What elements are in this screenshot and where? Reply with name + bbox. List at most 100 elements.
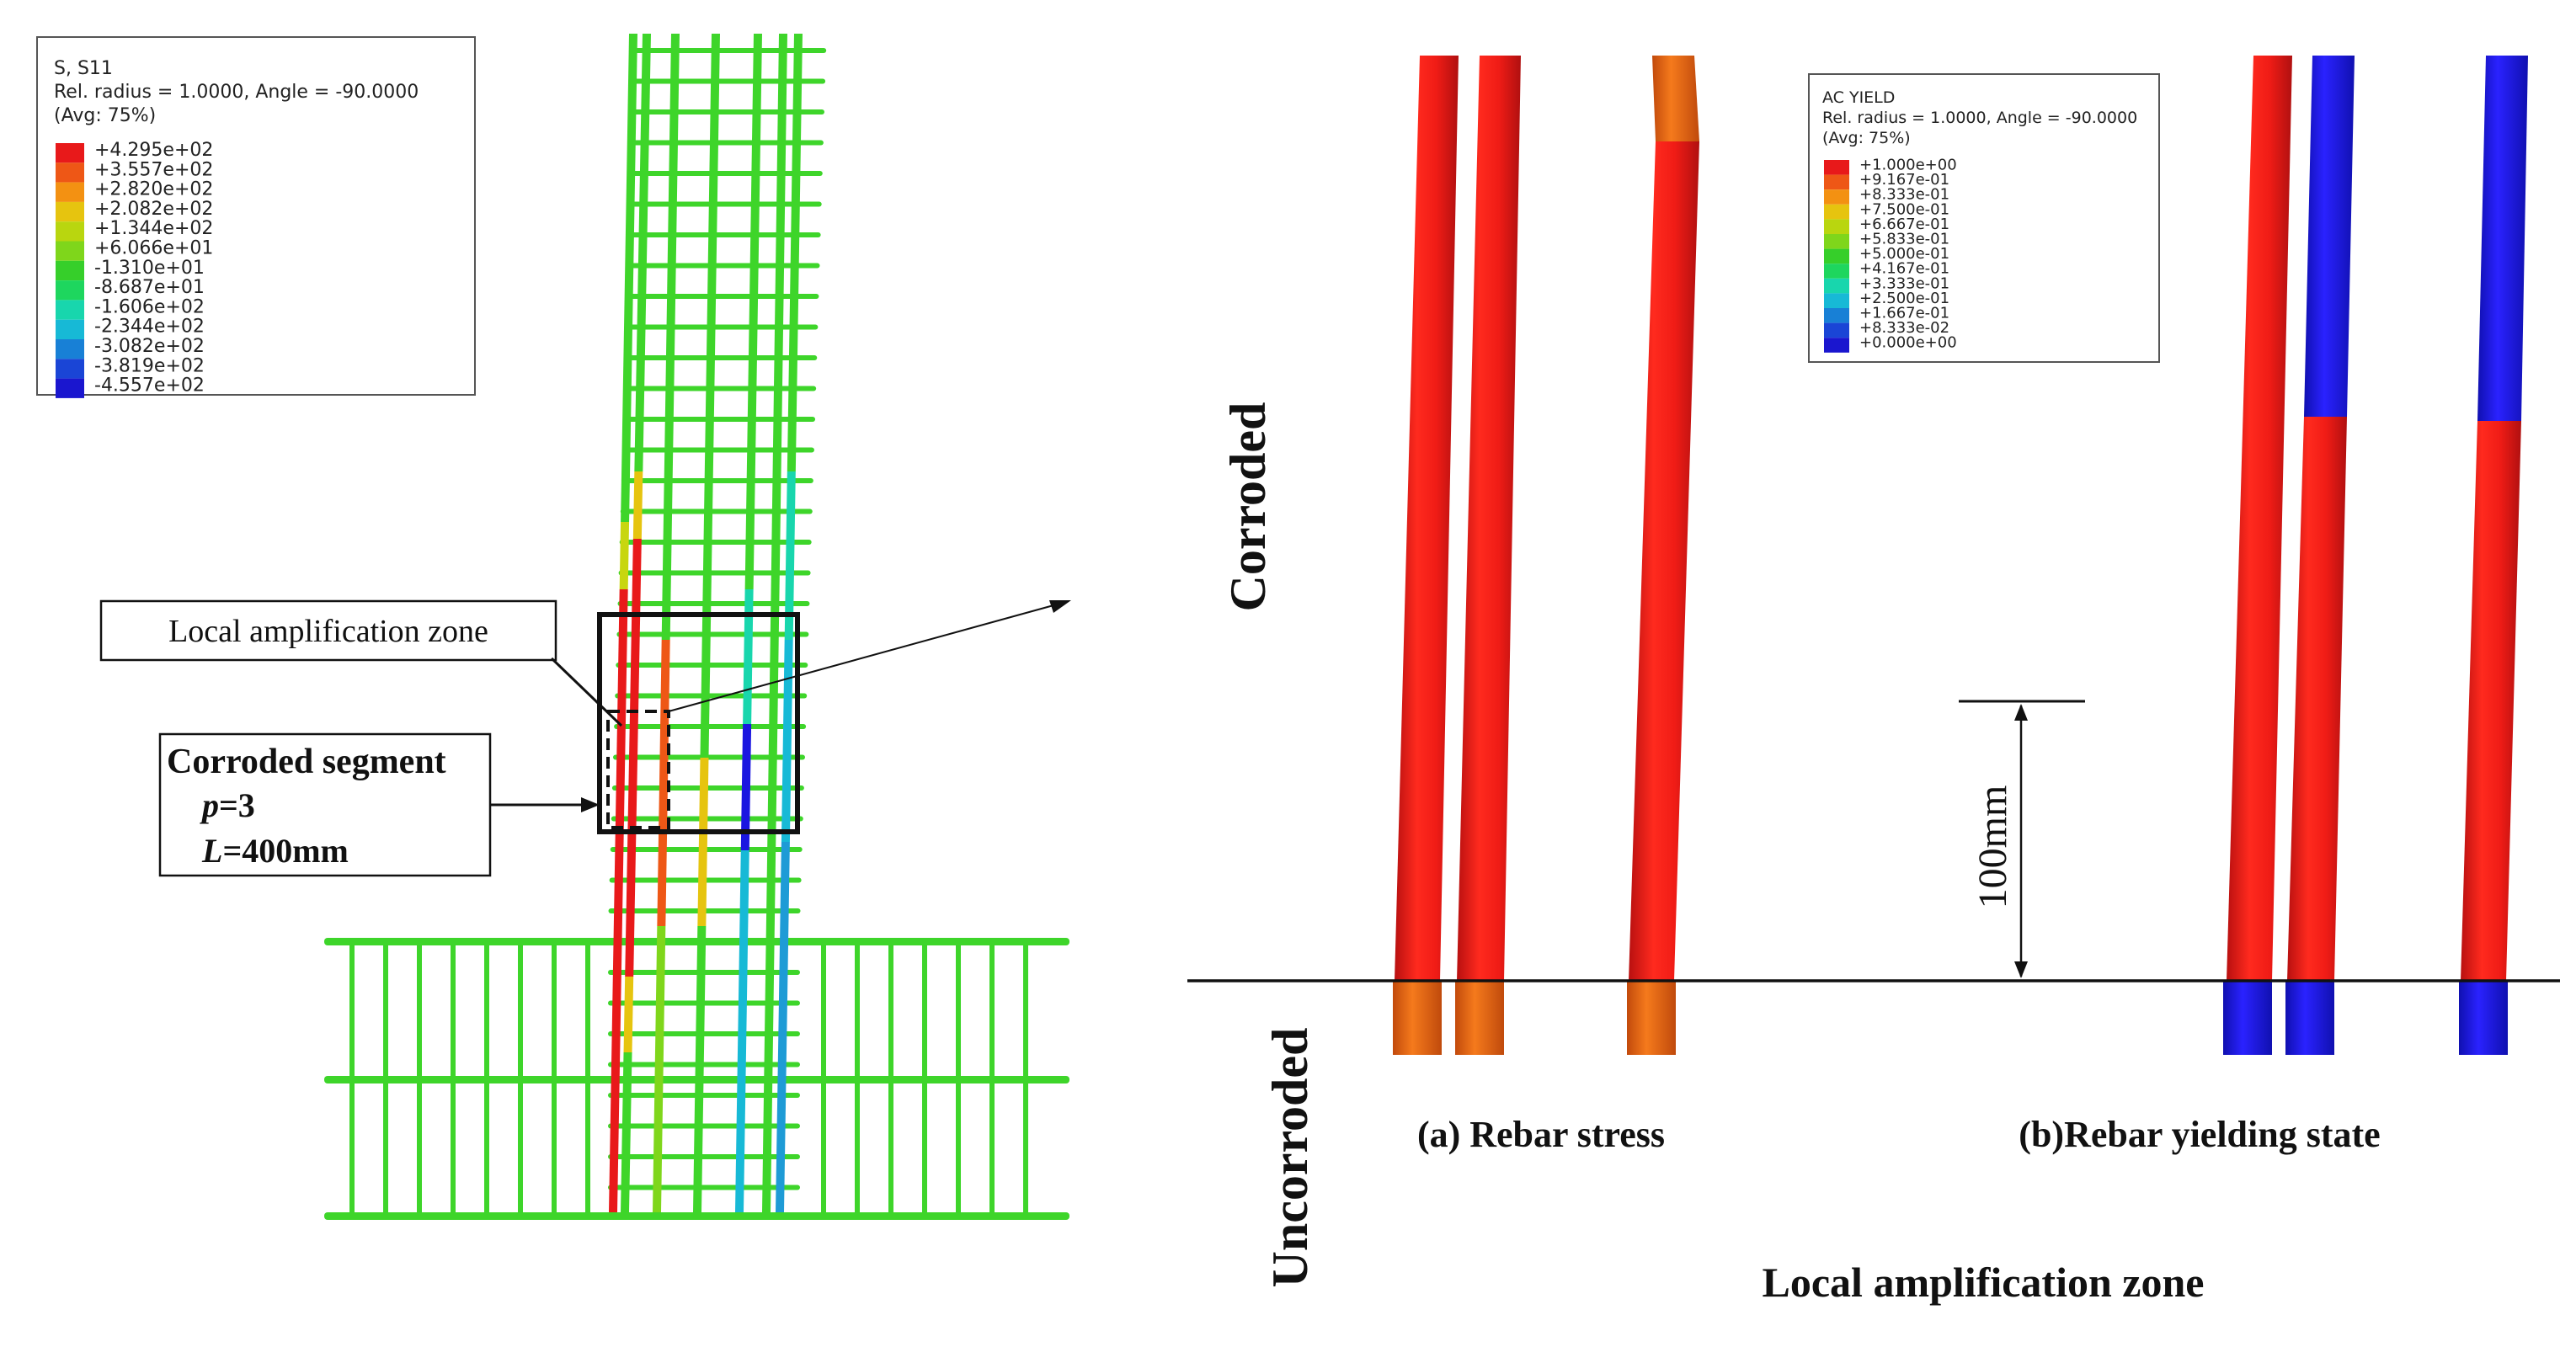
stress-legend-label: -1.606e+02 (94, 296, 205, 317)
column-stirrup (625, 355, 818, 360)
yield-legend-label: +6.667e-01 (1859, 216, 1949, 233)
column-longitudinal-bar (625, 539, 642, 977)
column-longitudinal-bar (693, 926, 707, 1212)
column-stirrup (633, 78, 826, 84)
dimension-arrow-bottom (2014, 961, 2028, 978)
column-longitudinal-bar (619, 522, 630, 589)
yield-legend-swatch (1824, 308, 1849, 323)
column-stirrup (620, 508, 813, 514)
column-longitudinal-bar (762, 34, 787, 1212)
stress-legend-entries: +4.295e+02+3.557e+02+2.820e+02+2.082e+02… (56, 140, 213, 398)
caption-a: (a) Rebar stress (1417, 1114, 1665, 1155)
column-longitudinal-bar (697, 758, 709, 926)
foundation-cross-bar (956, 941, 961, 1216)
yield-legend-title: AC YIELD (1822, 88, 1895, 107)
corroded-segment-title: Corroded segment (167, 743, 446, 781)
yield-legend-label: +8.333e-01 (1859, 186, 1949, 204)
rebar-a3 (1627, 56, 1699, 1055)
stress-legend-swatch (56, 300, 84, 320)
corroded-segment-arrowhead (581, 797, 600, 812)
foundation-longitudinal-bar (324, 1212, 1069, 1220)
column-longitudinal-bar (744, 34, 762, 589)
zoom-arrow-line (668, 602, 1064, 712)
yield-legend-label: +5.833e-01 (1859, 230, 1949, 248)
column-stirrup (630, 171, 823, 176)
foundation-cross-bar (888, 941, 893, 1216)
stress-legend-label: -4.557e+02 (94, 375, 205, 397)
column-stirrup (618, 570, 811, 576)
stress-legend-label: +2.820e+02 (94, 179, 213, 200)
yield-legend-swatch (1824, 160, 1849, 175)
yield-legend-label: +4.167e-01 (1859, 260, 1949, 278)
column-stirrup (621, 447, 814, 453)
column-stirrup (634, 48, 827, 53)
column-stirrup (629, 201, 822, 207)
uncorroded-label: Uncorroded (1262, 1028, 1318, 1288)
column-longitudinal-bar (743, 589, 754, 724)
yield-legend-swatch (1824, 174, 1849, 190)
stress-legend-avg: (Avg: 75%) (54, 105, 156, 126)
column-stirrup (608, 1185, 800, 1190)
foundation-cross-bar (922, 941, 927, 1216)
yield-legend-swatch (1824, 278, 1849, 294)
column-longitudinal-bar (653, 926, 666, 1212)
column-longitudinal-bar (623, 977, 634, 1052)
yield-legend-label: +2.500e-01 (1859, 290, 1949, 307)
stress-legend-swatch (56, 221, 84, 242)
stress-legend-label: -3.082e+02 (94, 336, 205, 357)
rebar-a2 (1455, 56, 1521, 1055)
yield-legend-label: +1.667e-01 (1859, 304, 1949, 322)
stress-legend-title: S, S11 (54, 58, 113, 79)
stress-legend: S, S11 Rel. radius = 1.0000, Angle = -90… (36, 36, 476, 398)
foundation-cross-bar (821, 941, 826, 1216)
stress-legend-label: -8.687e+01 (94, 277, 205, 298)
foundation-cross-bar (383, 941, 388, 1216)
column-longitudinal-bar (634, 34, 651, 471)
yield-legend-label: +1.000e+00 (1859, 156, 1957, 173)
column-longitudinal-bar (700, 34, 720, 758)
yield-legend-swatch (1824, 322, 1849, 338)
stress-legend-swatch (56, 162, 84, 183)
column-longitudinal-bar (609, 589, 628, 1212)
foundation-cross-bar (552, 941, 557, 1216)
yield-legend-swatch (1824, 189, 1849, 205)
column-stirrup (616, 631, 809, 637)
yield-legend-swatch (1824, 264, 1849, 279)
foundation-rebar-grid (324, 938, 1069, 1220)
rebar-b3 (2459, 56, 2528, 1055)
column-longitudinal-bar (787, 34, 803, 471)
yield-legend-avg: (Avg: 75%) (1822, 129, 1911, 147)
column-stirrup (619, 540, 812, 545)
rebar-b2 (2285, 56, 2355, 1055)
yield-legend-entries: +1.000e+00+9.167e-01+8.333e-01+7.500e-01… (1824, 156, 1957, 353)
stress-legend-label: +1.344e+02 (94, 218, 213, 239)
yield-legend-label: +9.167e-01 (1859, 171, 1949, 189)
foundation-cross-bar (417, 941, 422, 1216)
stress-legend-swatch (56, 359, 84, 379)
local-zone-callout: Local amplification zone (99, 599, 1071, 834)
local-zone-label: Local amplification zone (168, 614, 488, 649)
yield-legend-label: +7.500e-01 (1859, 200, 1949, 218)
corroded-segment-length: L=400mm (201, 832, 349, 870)
column-stirrup (628, 232, 821, 237)
foundation-cross-bar (585, 941, 590, 1216)
stress-legend-label: -3.819e+02 (94, 355, 205, 376)
yield-legend-swatch (1824, 234, 1849, 249)
stress-legend-label: -2.344e+02 (94, 317, 205, 338)
column-stirrup (624, 386, 817, 391)
stress-legend-label: +2.082e+02 (94, 199, 213, 220)
foundation-cross-bar (518, 941, 523, 1216)
column-stirrup (623, 417, 816, 422)
column-stirrup (631, 140, 824, 146)
yield-legend-label: +5.000e-01 (1859, 245, 1949, 263)
stress-legend-swatch (56, 201, 84, 222)
dimension-arrow-top (2014, 704, 2028, 721)
column-longitudinal-bar (621, 1052, 632, 1212)
panel-bottom-title: Local amplification zone (1763, 1259, 2205, 1306)
stress-legend-swatch (56, 280, 84, 301)
column-longitudinal-bar (735, 850, 749, 1212)
column-longitudinal-bar (621, 34, 637, 522)
yield-legend-swatch (1824, 248, 1849, 264)
stress-legend-swatch (56, 143, 84, 163)
stress-legend-swatch (56, 319, 84, 339)
